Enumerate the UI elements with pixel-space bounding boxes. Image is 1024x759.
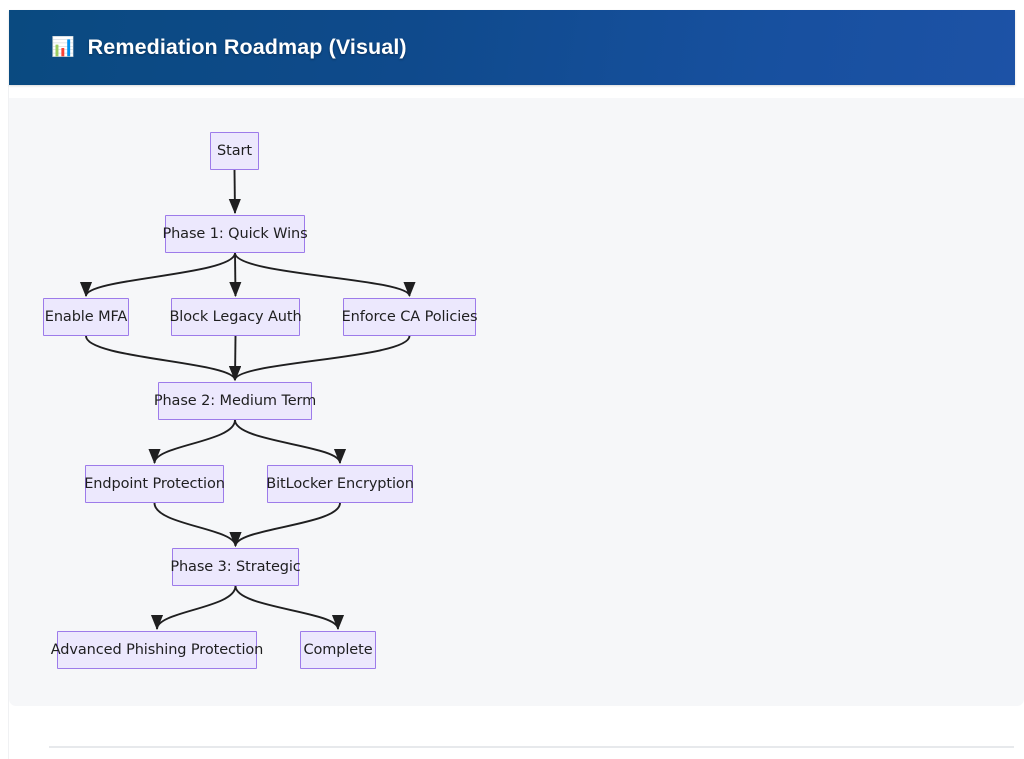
flow-node-ca[interactable]: Enforce CA Policies [341,298,478,336]
flow-edge-phase3-to-complete [234,585,345,631]
flow-node-label: Phase 2: Medium Term [153,393,317,409]
flow-node-bitlocker[interactable]: BitLocker Encryption [266,465,414,503]
flow-node-legacy[interactable]: Block Legacy Auth [169,298,302,336]
flowchart-edges [80,169,416,631]
flow-node-label: Start [217,143,252,159]
flow-node-mfa[interactable]: Enable MFA [43,298,129,336]
flow-node-complete[interactable]: Complete [300,631,376,669]
flow-edge-phase1-to-ca [234,252,416,298]
page-title: Remediation Roadmap (Visual) [87,35,407,59]
flow-edge-legacy-to-phase2 [229,335,242,382]
flow-node-endpoint[interactable]: Endpoint Protection [84,465,225,503]
flow-edge-phase1-to-legacy [229,252,242,298]
flow-node-start[interactable]: Start [210,132,259,170]
flow-edge-start-to-phase1 [228,169,241,215]
flow-node-label: Phase 3: Strategic [170,559,301,575]
footer-divider [49,746,1014,748]
flow-node-phase3[interactable]: Phase 3: Strategic [170,548,301,586]
flow-edge-phase1-to-mfa [80,252,236,298]
flow-edge-mfa-to-phase2 [85,335,241,382]
section-header: 📊 Remediation Roadmap (Visual) [9,10,1015,85]
flow-node-phase2[interactable]: Phase 2: Medium Term [154,382,316,420]
flow-node-label: Block Legacy Auth [169,309,302,325]
flow-edge-phase3-to-phishing [150,585,237,631]
flow-edge-phase2-to-bitlocker [234,419,346,465]
flow-edge-endpoint-to-phase3 [153,502,242,548]
flow-node-phase1[interactable]: Phase 1: Quick Wins [162,215,308,253]
flow-node-label: Phase 1: Quick Wins [162,226,308,242]
flow-node-phishing[interactable]: Advanced Phishing Protection [51,631,263,669]
flow-node-label: Enforce CA Policies [341,309,478,325]
flow-edge-phase2-to-endpoint [148,419,236,465]
panel-left-edge [8,85,9,759]
flow-node-label: BitLocker Encryption [266,476,414,492]
flow-node-label: Complete [303,642,373,658]
flow-node-label: Advanced Phishing Protection [50,642,264,658]
bar-chart-icon: 📊 [51,37,75,58]
flow-node-label: Endpoint Protection [84,476,225,492]
flow-edge-ca-to-phase2 [229,335,411,382]
flow-edge-bitlocker-to-phase3 [229,502,341,548]
flow-node-label: Enable MFA [44,309,128,325]
